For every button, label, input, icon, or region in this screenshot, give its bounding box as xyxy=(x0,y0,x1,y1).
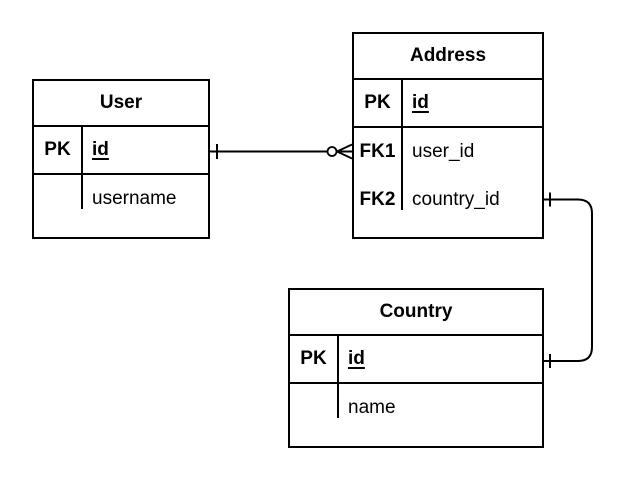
relationship-user-address xyxy=(210,143,353,160)
address-key-column-divider xyxy=(401,80,403,210)
user-table-title: User xyxy=(34,81,208,127)
country-row-name: name xyxy=(290,384,542,432)
address-row-id: PK id xyxy=(354,80,542,128)
user-id-field-label: id xyxy=(92,139,109,160)
user-username-field-label: username xyxy=(92,188,177,209)
user-id-key-label: PK xyxy=(44,139,71,160)
user-row-id: PK id xyxy=(34,127,208,175)
address-table-title: Address xyxy=(354,34,542,80)
address-countryid-key-label: FK2 xyxy=(359,189,396,210)
entity-table-country: Country PK id name xyxy=(288,288,544,448)
country-row-id: PK id xyxy=(290,336,542,384)
address-countryid-field-label: country_id xyxy=(412,189,500,210)
country-key-column-divider xyxy=(337,336,339,418)
address-row-user-id: FK1 user_id xyxy=(354,128,542,176)
relationship-address-country xyxy=(544,192,593,368)
user-row-username: username xyxy=(34,175,208,223)
entity-table-user: User PK id username xyxy=(32,79,210,239)
address-id-field-label: id xyxy=(412,92,429,113)
address-userid-field-label: user_id xyxy=(412,141,475,162)
address-side-crow-foot xyxy=(336,143,353,160)
country-name-field-label: name xyxy=(348,397,396,418)
address-country-line xyxy=(544,198,593,362)
address-row-country-id: FK2 country_id xyxy=(354,176,542,224)
entity-table-address: Address PK id FK1 user_id FK2 country_id xyxy=(352,32,544,239)
address-id-key-label: PK xyxy=(364,92,391,113)
country-id-key-label: PK xyxy=(300,348,327,369)
country-table-title: Country xyxy=(290,290,542,336)
country-id-field-label: id xyxy=(348,348,365,369)
user-key-column-divider xyxy=(81,127,83,209)
address-side-zero-circle xyxy=(326,146,338,157)
address-userid-key-label: FK1 xyxy=(359,141,396,162)
